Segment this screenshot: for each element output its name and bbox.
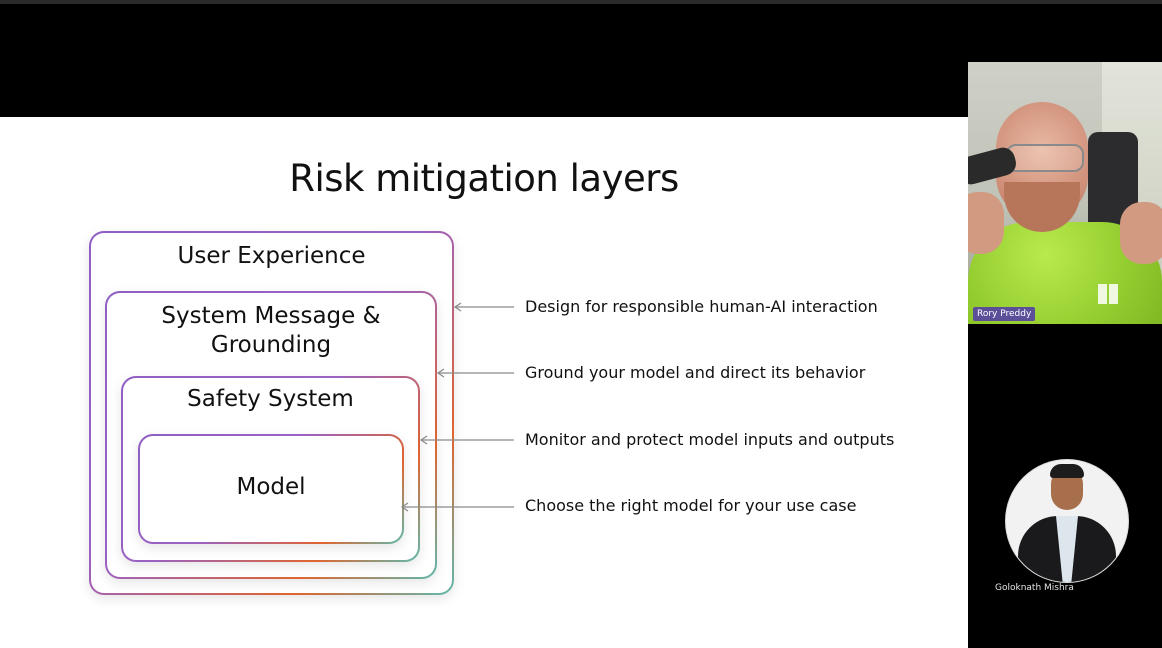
participant-avatar-goloknath[interactable] [1005, 459, 1129, 583]
arrow-user-experience [453, 302, 514, 312]
layer-model: Model [138, 434, 404, 544]
participant-name-tag-rory: Rory Preddy [973, 307, 1036, 321]
shared-slide: Risk mitigation layers User Experience S… [0, 117, 968, 648]
arrow-safety-system [419, 435, 514, 445]
annotation-user-experience: Design for responsible human-AI interact… [525, 297, 878, 316]
annotation-system-message: Ground your model and direct its behavio… [525, 363, 866, 382]
layer-label-safety-system: Safety System [187, 386, 354, 412]
annotation-model: Choose the right model for your use case [525, 496, 857, 515]
avatar-hair [1050, 464, 1084, 478]
layer-label-model: Model [236, 474, 306, 500]
avatar-shirt [1056, 516, 1078, 582]
annotation-safety-system: Monitor and protect model inputs and out… [525, 430, 895, 449]
participant-video-rory[interactable] [968, 62, 1162, 324]
participant-hand-right [1120, 202, 1162, 264]
layer-label-user-experience: User Experience [177, 243, 366, 269]
glasses [1006, 144, 1084, 172]
annotation-arrows [400, 302, 514, 512]
participant-hand-left [968, 192, 1004, 254]
layer-label-system-message-grounding: System Message & Grounding [161, 303, 381, 358]
arrow-model [400, 502, 514, 512]
window-top-bar [0, 0, 1162, 4]
participant-name-goloknath: Goloknath Mishra [995, 583, 1074, 593]
slide-title: Risk mitigation layers [289, 157, 679, 200]
shirt-logo-icon [1098, 284, 1118, 304]
arrow-system-message [436, 368, 514, 378]
